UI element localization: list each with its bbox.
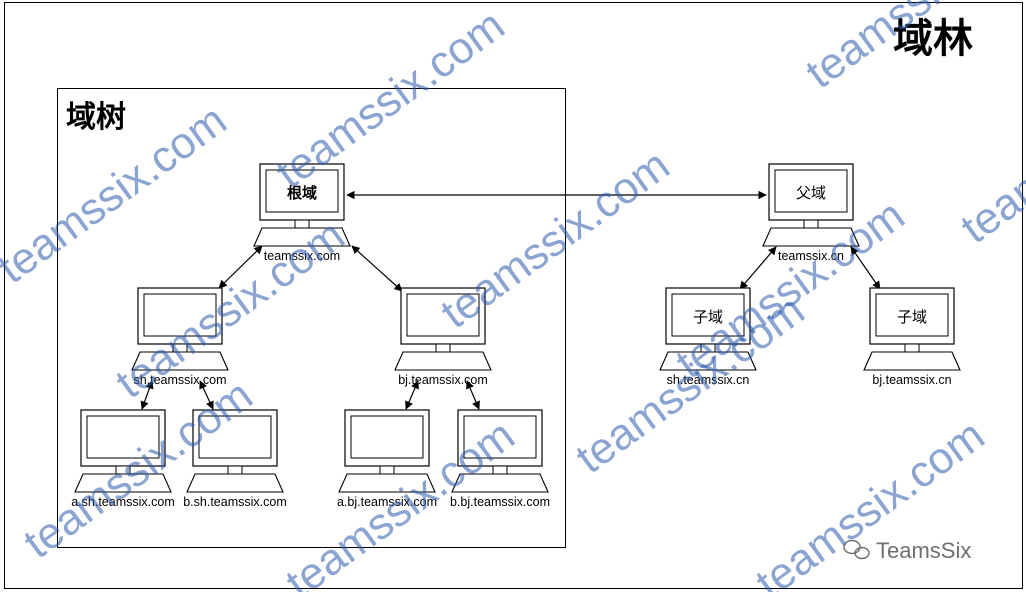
- monitor-screen: [198, 415, 272, 459]
- connector-bj-b: [466, 380, 480, 410]
- connector-sh-a: [140, 380, 154, 410]
- host-label: b.sh.teamssix.com: [183, 495, 287, 509]
- computer-sh-cn: 子域 sh.teamssix.cn: [659, 287, 757, 387]
- monitor-screen: [671, 293, 745, 337]
- monitor-screen: [350, 415, 424, 459]
- watermark: teamssix.com: [267, 0, 513, 198]
- computer-base: [131, 351, 229, 371]
- host-label: sh.teamssix.cn: [667, 373, 750, 387]
- monitor-neck: [435, 343, 451, 353]
- monitor-screen: [463, 415, 537, 459]
- watermark: teamssix.com: [952, 55, 1026, 253]
- computer-base: [186, 473, 284, 493]
- monitor-screen: [143, 293, 217, 337]
- connector-parent-sh: [739, 246, 777, 290]
- monitor-neck: [904, 343, 920, 353]
- computer-base: [253, 227, 351, 247]
- host-label: b.bj.teamssix.com: [450, 495, 550, 509]
- monitor-screen: [86, 415, 160, 459]
- monitor-screen: [265, 169, 339, 213]
- computer-base: [659, 351, 757, 371]
- computer-sh: sh.teamssix.com: [131, 287, 229, 387]
- host-label: sh.teamssix.com: [133, 373, 226, 387]
- brand-text: TeamsSix: [876, 538, 971, 563]
- monitor-neck: [379, 465, 395, 475]
- monitor-screen: [406, 293, 480, 337]
- connector-root-sh: [218, 245, 263, 289]
- screen-label: 子域: [693, 309, 723, 326]
- computer-base: [451, 473, 549, 493]
- connector-sh-b: [199, 380, 214, 410]
- screen-label: 子域: [897, 309, 927, 326]
- connector-root-bj: [351, 245, 403, 292]
- forest-title: 域林: [893, 17, 973, 61]
- monitor-neck: [227, 465, 243, 475]
- monitor-screen: [875, 293, 949, 337]
- connectors: [140, 190, 881, 410]
- tree-title: 域树: [66, 101, 126, 134]
- tree-frame: [57, 88, 566, 548]
- computer-root: 根域 teamssix.com: [253, 163, 351, 263]
- computers: 根域 teamssix.com sh.teamssix.com bj.teamssix…: [71, 163, 961, 509]
- host-label: a.sh.teamssix.com: [71, 495, 175, 509]
- wechat-icon: [843, 539, 870, 560]
- computer-base: [394, 351, 492, 371]
- host-label: teamssix.cn: [778, 249, 844, 263]
- forest-frame: [4, 2, 1023, 589]
- monitor-screen: [774, 169, 848, 213]
- computer-base: [762, 227, 860, 247]
- brand-logo: TeamsSix: [843, 538, 971, 563]
- screen-label: 父域: [796, 185, 826, 202]
- connector-bj-a: [405, 380, 419, 410]
- monitor-neck: [803, 219, 819, 229]
- computer-a-sh: a.sh.teamssix.com: [71, 409, 175, 509]
- computer-bj: bj.teamssix.com: [394, 287, 492, 387]
- computer-b-bj: b.bj.teamssix.com: [450, 409, 550, 509]
- connector-parent-bj: [850, 246, 881, 290]
- computer-base: [863, 351, 961, 371]
- computer-bj-cn: 子域 bj.teamssix.cn: [863, 287, 961, 387]
- computer-base: [338, 473, 436, 493]
- screen-label: 根域: [287, 184, 317, 202]
- host-label: a.bj.teamssix.com: [337, 495, 437, 509]
- computer-base: [74, 473, 172, 493]
- computer-a-bj: a.bj.teamssix.com: [337, 409, 437, 509]
- host-label: bj.teamssix.com: [398, 373, 488, 387]
- host-label: bj.teamssix.cn: [872, 373, 951, 387]
- computer-b-sh: b.sh.teamssix.com: [183, 409, 287, 509]
- computer-parent: 父域 teamssix.cn: [762, 163, 860, 263]
- watermark: teamssix.com: [747, 410, 993, 592]
- host-label: teamssix.com: [264, 249, 340, 263]
- watermark: teamssix.com: [432, 140, 678, 338]
